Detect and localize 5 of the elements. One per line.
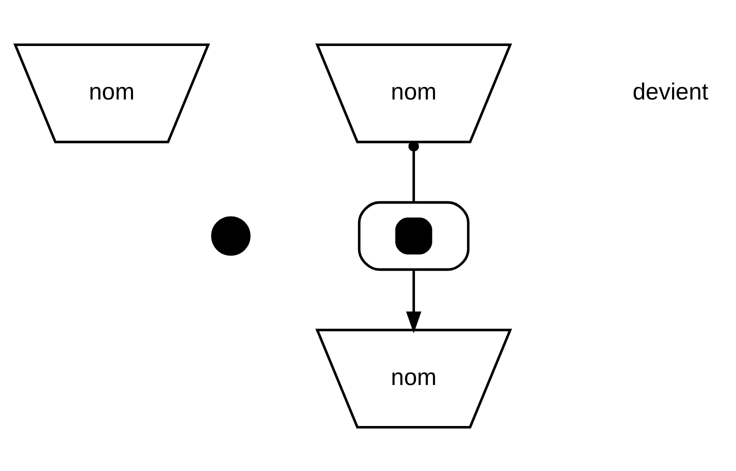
node-box <box>358 200 470 270</box>
label: devient <box>632 78 708 104</box>
connector <box>408 140 419 202</box>
node-circle <box>211 216 251 256</box>
arrow <box>406 269 422 333</box>
